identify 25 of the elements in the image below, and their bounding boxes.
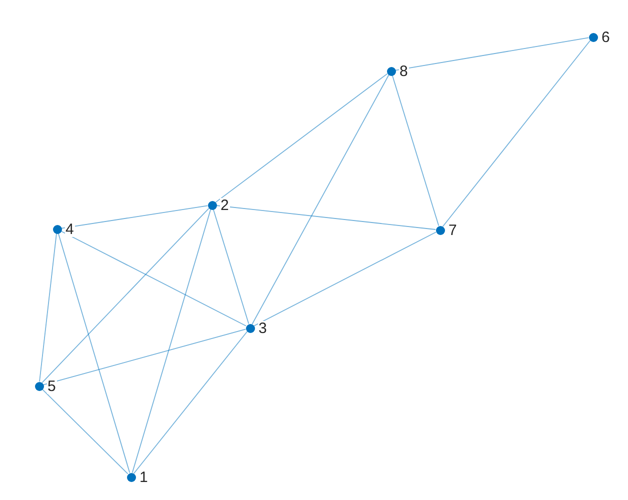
vertex-label: 1 [138,470,149,484]
vertex-label: 4 [64,222,75,236]
graph-edge [392,74,440,226]
graph-edge [394,37,590,71]
graph-edge [215,73,388,203]
vertex-label: 2 [220,198,230,212]
graph-edge [254,232,436,326]
graph-edge [42,208,210,384]
graph-edge [42,388,128,474]
vertex-label: 8 [398,64,409,78]
graph-edge [252,74,390,325]
vertex-label: 6 [600,30,611,44]
graph-edge [216,205,436,230]
vertex-label: 5 [46,378,57,394]
graph-edge [60,205,208,229]
graph-edge [442,40,591,227]
graph-edge [42,328,246,386]
graph-edge [58,232,130,474]
vertex-label: 7 [448,222,458,238]
graph-edge [132,208,212,474]
vertex-label: 3 [258,320,268,336]
graph-edge [212,208,250,324]
graph-edge [60,230,246,326]
graph-edge [133,331,248,474]
graph-edge [39,233,57,382]
